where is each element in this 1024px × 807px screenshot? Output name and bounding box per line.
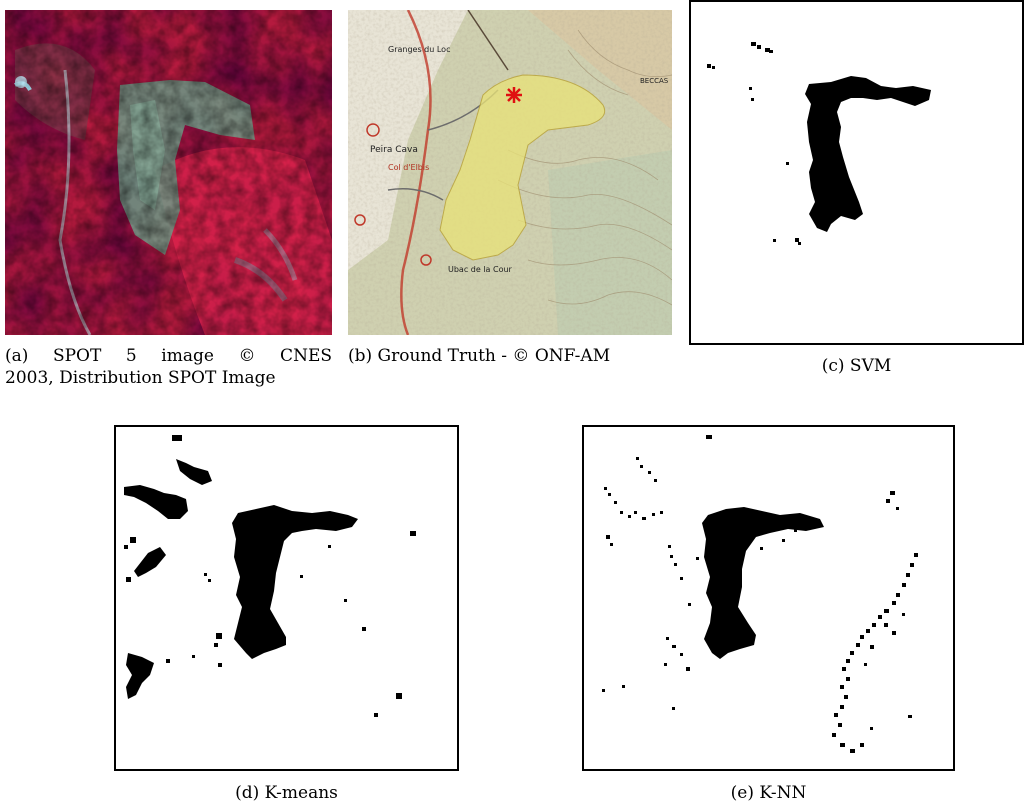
- panel-c-svm-map: [689, 0, 1024, 345]
- caption-b: (b) Ground Truth - © ONF-AM: [348, 346, 611, 366]
- knn-false-positive-streak: [832, 553, 918, 753]
- fire-origin-marker-icon: [506, 87, 522, 103]
- caption-c: (c) SVM: [821, 356, 892, 376]
- map-label-peira-cava: Peira Cava: [370, 145, 418, 155]
- map-label-col: Col d'Elbis: [388, 163, 429, 172]
- caption-a-line2: 2003, Distribution SPOT Image: [5, 368, 276, 388]
- svm-classification-map: [707, 42, 931, 245]
- kmeans-detected-burned-area: [232, 505, 358, 659]
- panel-a-satellite-image: [5, 10, 332, 335]
- satellite-image: [5, 10, 332, 335]
- burned-area-overlay: [439, 74, 606, 261]
- svm-detected-burned-area: [805, 76, 931, 232]
- panel-d-kmeans-map: [114, 425, 459, 771]
- caption-a-line1: (a) SPOT 5 image © CNES: [5, 346, 332, 366]
- caption-d: (d) K-means: [235, 783, 338, 803]
- map-label-granges: Granges du Loc: [388, 45, 450, 54]
- knn-classification-map: [602, 435, 918, 753]
- caption-e: (e) K-NN: [730, 783, 807, 803]
- map-label-ubac: Ubac de la Cour: [448, 265, 513, 274]
- kmeans-classification-map: [124, 435, 416, 717]
- ground-truth-map: Granges du Loc Peira Cava Col d'Elbis Ub…: [348, 10, 672, 335]
- panel-b-ground-truth-map: Granges du Loc Peira Cava Col d'Elbis Ub…: [348, 10, 672, 335]
- knn-detected-burned-area: [702, 507, 824, 659]
- panel-e-knn-map: [582, 425, 955, 771]
- map-label-beccas: BECCAS: [640, 77, 669, 85]
